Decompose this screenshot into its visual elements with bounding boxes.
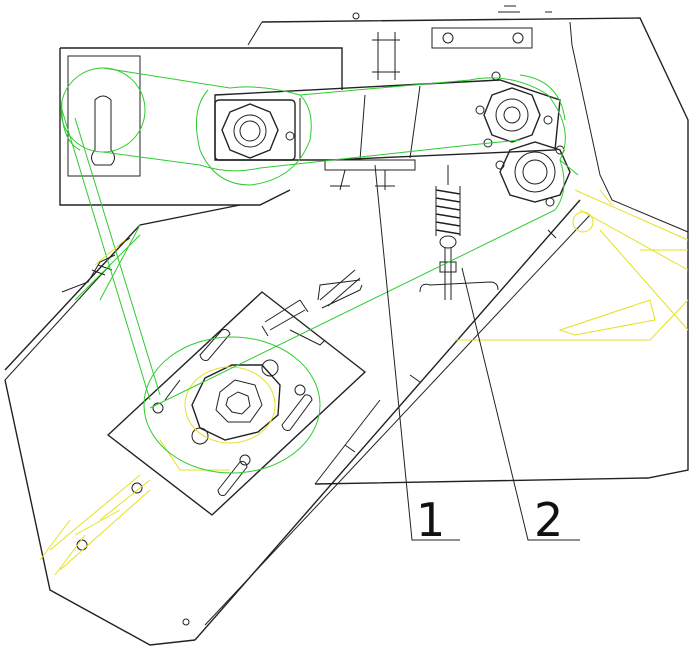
idler-pulley-upper (475, 71, 553, 148)
motor-pulley (152, 359, 306, 466)
hidden-lines (39, 189, 689, 576)
callout-1: 1 (374, 164, 460, 547)
motor-base-plate (106, 269, 367, 516)
housing-frame (247, 17, 689, 485)
adjustment-slots (164, 329, 313, 496)
latch-detail (61, 237, 131, 293)
lower-side-plate (4, 199, 591, 646)
drive-pulley-left (214, 99, 296, 161)
tensioner-arm (214, 79, 561, 191)
top-bracket (352, 5, 552, 80)
callout-2: 2 (461, 267, 580, 547)
upper-left-plate (59, 47, 343, 206)
callout-1-label: 1 (416, 493, 445, 547)
drive-belt (60, 67, 579, 474)
tension-spring (419, 165, 499, 300)
friction-pad (324, 159, 416, 171)
callout-2-label: 2 (534, 493, 563, 547)
